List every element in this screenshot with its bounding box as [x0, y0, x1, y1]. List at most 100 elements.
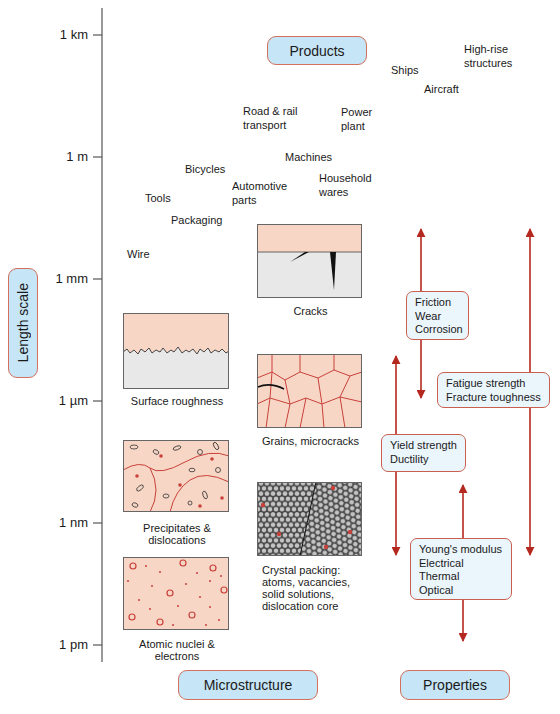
electron [185, 583, 187, 585]
panel-caption: Atomic nuclei & electrons [138, 638, 216, 662]
property-name: Young's modulus [419, 543, 511, 557]
axis-tick [93, 644, 102, 645]
rough-surface [123, 347, 229, 354]
electron [199, 596, 201, 598]
precipitate [202, 491, 208, 500]
solute-atom [210, 457, 214, 461]
nuclei [129, 560, 227, 625]
grain-boundary [272, 354, 334, 372]
precipitate [216, 468, 221, 473]
material-region [123, 313, 229, 354]
illustration-panel: Grains, microcracks [257, 354, 362, 428]
electron [159, 571, 161, 573]
header-box: Products [267, 36, 367, 65]
electron [218, 619, 220, 621]
property-name: Wear [415, 310, 468, 324]
microcrack [258, 385, 284, 389]
electron [172, 624, 174, 626]
solute-atom [277, 532, 281, 536]
material-region [257, 354, 362, 428]
property-name: Fracture toughness [446, 391, 549, 405]
axis-tick [93, 34, 102, 35]
grain-boundary [257, 370, 362, 380]
axis-tick [93, 156, 102, 157]
axis-tick [93, 278, 102, 279]
axis-tick-label: 1 µm [28, 393, 88, 409]
solute-atom [135, 474, 139, 478]
header-text: Products [289, 43, 344, 59]
interface-line [257, 252, 362, 253]
product-label: Household wares [319, 171, 381, 199]
axis-title-box: Length scale [8, 268, 38, 378]
electrons [127, 565, 222, 626]
property-name: Corrosion [415, 323, 468, 337]
product-label: Packaging [171, 213, 222, 227]
nucleus [129, 614, 135, 620]
precipitate [188, 501, 192, 505]
illustration-panel: Precipitates & dislocations [123, 440, 229, 512]
solute-atom [348, 530, 352, 534]
solute-atom [198, 504, 202, 508]
illustration-panel: Atomic nuclei & electrons [123, 557, 229, 630]
illustration-panel: Crystal packing: atoms, vacancies, solid… [257, 482, 362, 556]
illustration-panel: Surface roughness [123, 313, 229, 389]
nucleus [221, 587, 227, 593]
product-label: Machines [285, 150, 332, 164]
nucleus [157, 619, 163, 625]
product-label: Road & rail transport [243, 104, 307, 132]
nucleus [130, 563, 136, 569]
grain-boundaries [257, 354, 362, 428]
solute-atom [220, 496, 224, 500]
solute-atom [324, 545, 328, 549]
dislocation-line [170, 475, 229, 512]
axis-tick-label: 1 mm [28, 271, 88, 287]
panel-caption: Surface roughness [124, 395, 230, 407]
dislocation-line [150, 468, 156, 512]
precipitates [130, 442, 221, 508]
dislocations [123, 453, 229, 512]
axis-tick-label: 1 pm [28, 637, 88, 653]
property-box: Yield strengthDuctility [381, 434, 466, 472]
solute-atom [159, 454, 163, 458]
nucleus [167, 590, 173, 596]
electron [177, 605, 179, 607]
header-text: Properties [423, 677, 487, 693]
electron [127, 580, 129, 582]
grains-illustration [257, 354, 362, 428]
axis-tick [93, 522, 102, 523]
precipitate [189, 468, 195, 472]
crack [330, 252, 336, 290]
axis-line [101, 8, 102, 662]
product-label: Ships [391, 63, 419, 77]
axis-tick-label: 1 km [28, 27, 88, 43]
grain-boundary [300, 482, 316, 556]
grain-boundary [266, 397, 345, 428]
property-name: Friction [415, 296, 468, 310]
material-region [257, 224, 362, 252]
precipitates-illustration [123, 440, 229, 512]
product-label: Tools [145, 191, 171, 205]
property-name: Electrical [419, 557, 511, 571]
solute-atom [261, 503, 265, 507]
cracks-illustration [257, 224, 362, 298]
grain-boundary [257, 397, 362, 404]
precipitate [131, 502, 138, 508]
property-name: Yield strength [390, 439, 465, 453]
electron [149, 608, 151, 610]
length-axis [93, 8, 102, 662]
product-label: Aircraft [424, 82, 459, 96]
electron [196, 572, 198, 574]
header-box: Microstructure [178, 670, 318, 700]
nucleus [210, 565, 216, 571]
precipitate [212, 442, 219, 451]
precipitate [163, 494, 169, 498]
electron [209, 606, 211, 608]
precipitate [198, 450, 203, 455]
solute-atoms [135, 454, 224, 508]
property-box: Young's modulusElectricalThermalOptical [410, 538, 512, 600]
precipitate [152, 449, 159, 455]
axis-tick-label: 1 nm [28, 515, 88, 531]
atomic-nuclei-illustration [123, 557, 229, 630]
header-box: Properties [400, 670, 510, 700]
